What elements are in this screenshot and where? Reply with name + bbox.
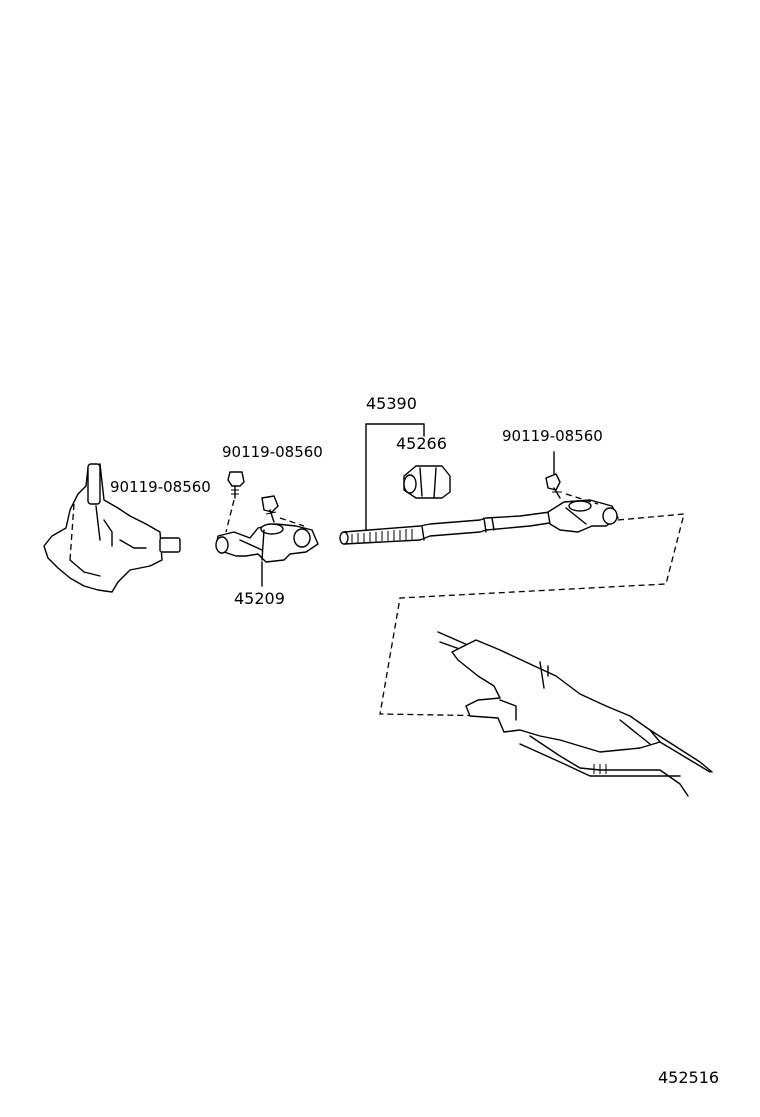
bolt-left-drawing	[225, 471, 245, 533]
intermediate-shaft-drawing	[339, 499, 619, 545]
bolt-right-drawing	[545, 451, 599, 505]
figure-number: 452516	[658, 1068, 720, 1087]
label-yoke-joint: 45209	[234, 589, 285, 608]
label-bolt-right: 90119-08560	[502, 427, 603, 445]
dust-seal-drawing	[403, 465, 451, 499]
label-dust-seal: 45266	[396, 434, 447, 453]
bolt-upper-left-drawing	[261, 495, 305, 527]
reference-dashed-frame	[379, 513, 685, 717]
label-shaft-assembly: 45390	[366, 394, 417, 413]
steering-column-drawing	[437, 631, 713, 797]
label-bolt-upper-left: 90119-08560	[222, 443, 323, 461]
shaft-assembly-leader	[365, 423, 425, 533]
steering-gear-box-drawing	[43, 463, 181, 593]
yoke-joint-drawing	[215, 523, 319, 563]
label-bolt-left: 90119-08560	[110, 478, 211, 496]
